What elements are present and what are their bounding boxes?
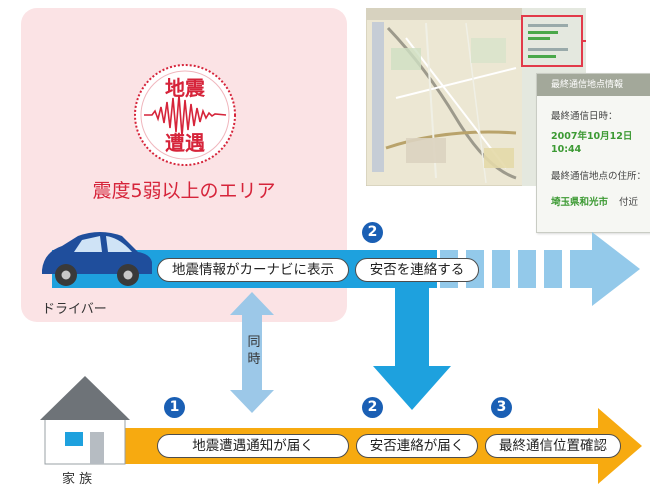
family-label: 家 族 <box>62 472 93 487</box>
car-icon <box>42 232 152 286</box>
driver-label: ドライバー <box>42 302 107 317</box>
house-icon <box>40 376 130 465</box>
simultaneous-char-2: 時 <box>247 352 261 367</box>
pill-family-quake-notice: 地震遭遇通知が届く <box>157 434 349 458</box>
panel-header: 最終通信地点情報 <box>537 74 650 96</box>
datetime-label: 最終通信日時： <box>551 111 618 122</box>
last-location-panel: 最終通信地点情報 最終通信日時： 2007年10月12日 10:44 最終通信地… <box>536 73 650 233</box>
quake-badge-line1: 地震 <box>165 76 206 100</box>
family-step-1-number: 1 <box>164 397 185 418</box>
pill-driver-navi-display: 地震情報がカーナビに表示 <box>157 258 349 282</box>
contact-down-arrow <box>373 288 451 410</box>
family-step-2-number: 2 <box>362 397 383 418</box>
last-address: 埼玉県和光市 <box>551 197 609 208</box>
pill-driver-contact: 安否を連絡する <box>355 258 479 282</box>
pill-family-safety-contact: 安否連絡が届く <box>356 434 478 458</box>
quake-badge: 地震 遭遇 <box>134 64 236 166</box>
pill-family-last-location: 最終通信位置確認 <box>485 434 621 458</box>
simultaneous-arrow <box>230 292 274 413</box>
location-label: 最終通信地点の住所： <box>551 171 647 182</box>
family-step-3-number: 3 <box>491 397 512 418</box>
quake-badge-line2: 遭遇 <box>165 131 205 155</box>
last-time: 10:44 <box>551 144 582 155</box>
simultaneous-label: 同 時 <box>234 334 274 368</box>
seismic-wave-icon <box>144 94 227 137</box>
simultaneous-char-1: 同 <box>247 335 261 350</box>
driver-step-number: 2 <box>362 222 383 243</box>
quake-area-label: 震度5弱以上のエリア <box>92 180 276 202</box>
address-suffix: 付近 <box>619 197 639 208</box>
last-date: 2007年10月12日 <box>551 131 633 142</box>
